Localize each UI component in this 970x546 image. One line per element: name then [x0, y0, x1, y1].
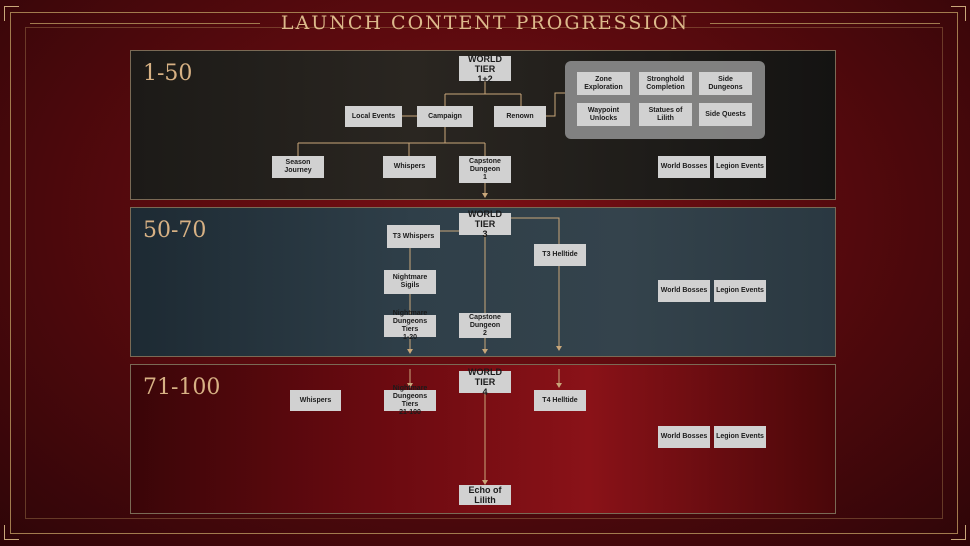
outer-frame [10, 12, 958, 534]
node-stronghold-completion: Stronghold Completion [639, 72, 692, 95]
node-side-dungeons: Side Dungeons [699, 72, 752, 95]
node-world-bosses: World Bosses [658, 280, 710, 302]
node-campaign: Campaign [417, 106, 473, 127]
level-label: 50-70 [143, 218, 207, 243]
title-rule-right [710, 23, 940, 24]
node-season-journey: Season Journey [272, 156, 324, 178]
node-statues-of-lilith: Statues of Lilith [639, 103, 692, 126]
node-t4-helltide: T4 Helltide [534, 390, 586, 411]
frame-ornament [951, 6, 966, 21]
frame-ornament [951, 525, 966, 540]
level-label: 71-100 [143, 375, 221, 400]
node-world-tier: WORLD TIER 3 [459, 209, 511, 239]
node-world-bosses: World Bosses [658, 156, 710, 178]
panel-level-1-50: 1-50 WORLD TIER 1+2 Local Events Campaig… [130, 50, 836, 200]
node-side-quests: Side Quests [699, 103, 752, 126]
node-capstone-dungeon-1: Capstone Dungeon 1 [459, 156, 511, 183]
title-rule-left [30, 23, 260, 24]
inner-frame [25, 27, 943, 519]
panel-level-50-70: 50-70 T3 Whispers WORLD TIER 3 T3 Hellti… [130, 207, 836, 357]
node-zone-exploration: Zone Exploration [577, 72, 630, 95]
node-nightmare-dungeons-1-20: Nightmare Dungeons Tiers 1-20 [384, 310, 436, 341]
node-world-bosses: World Bosses [658, 426, 710, 448]
node-t3-whispers: T3 Whispers [387, 225, 440, 248]
node-waypoint-unlocks: Waypoint Unlocks [577, 103, 630, 126]
node-nightmare-dungeons-21-100: Nightmare Dungeons Tiers 21-100 [384, 385, 436, 416]
node-world-tier: WORLD TIER 4 [459, 367, 511, 397]
node-renown: Renown [494, 106, 546, 127]
node-legion-events: Legion Events [714, 280, 766, 302]
node-capstone-dungeon-2: Capstone Dungeon 2 [459, 313, 511, 338]
page-title: LAUNCH CONTENT PROGRESSION [280, 12, 690, 34]
node-echo-of-lilith: Echo of Lilith [459, 485, 511, 505]
node-local-events: Local Events [345, 106, 402, 127]
node-world-tier: WORLD TIER 1+2 [459, 54, 511, 84]
node-t3-helltide: T3 Helltide [534, 244, 586, 266]
node-nightmare-sigils: Nightmare Sigils [384, 270, 436, 294]
node-legion-events: Legion Events [714, 426, 766, 448]
node-legion-events: Legion Events [714, 156, 766, 178]
frame-ornament [4, 6, 19, 21]
panel-level-71-100: 71-100 Whispers Nightmare Dungeons Tiers… [130, 364, 836, 514]
node-whispers: Whispers [383, 156, 436, 178]
level-label: 1-50 [143, 61, 193, 86]
frame-ornament [4, 525, 19, 540]
node-whispers: Whispers [290, 390, 341, 411]
